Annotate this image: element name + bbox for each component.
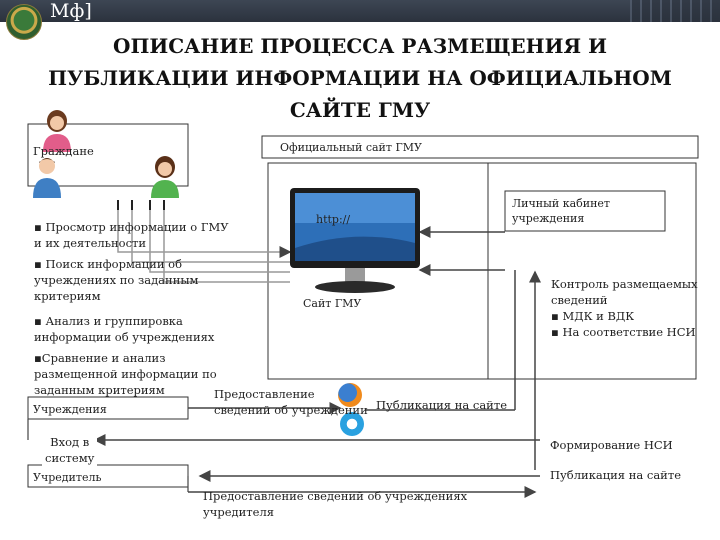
person-male-icon <box>33 158 61 198</box>
logo-text: Мф] <box>50 0 92 22</box>
login-label: Вход в систему <box>42 434 98 466</box>
left-item-3: ▪ Анализ и группировка информации об учр… <box>34 314 215 344</box>
monitor-icon <box>290 188 420 293</box>
person-female-icon-2 <box>151 156 179 198</box>
page-title: ОПИСАНИЕ ПРОЦЕССА РАЗМЕЩЕНИЯ И ПУБЛИКАЦИ… <box>0 30 720 126</box>
firefox-icon <box>338 383 362 407</box>
internet-explorer-icon <box>340 412 364 436</box>
publish-site-2-label: Публикация на сайте <box>550 468 682 482</box>
provide-founder-label: Предоставление сведений об учреждениях у… <box>203 489 468 519</box>
title-line-1: ОПИСАНИЕ ПРОЦЕССА РАЗМЕЩЕНИЯ И <box>113 34 607 58</box>
cabinet-box <box>504 190 666 232</box>
nsi-forming-label: Формирование НСИ <box>550 438 673 452</box>
title-line-2: ПУБЛИКАЦИИ ИНФОРМАЦИИ НА ОФИЦИАЛЬНОМ <box>48 66 672 90</box>
left-item-2: ▪ Поиск информации об учреждениях по зад… <box>34 257 199 303</box>
left-item-1: ▪ Просмотр информации о ГМУ и их деятель… <box>34 220 229 250</box>
citizens-label: Граждане <box>33 144 94 158</box>
publish-site-label: Публикация на сайте <box>376 398 508 412</box>
title-line-3: САЙТЕ ГМУ <box>289 98 431 122</box>
founder-label: Учредитель <box>33 471 102 484</box>
official-site-box <box>261 135 699 159</box>
person-female-icon <box>43 110 71 152</box>
cabinet-label: Личный кабинет учреждения <box>512 197 611 225</box>
site-caption: Сайт ГМУ <box>303 297 362 310</box>
header-decoration <box>630 0 720 22</box>
provide-institution-label: Предоставление сведений об учреждении <box>214 387 368 417</box>
emblem-icon <box>6 4 42 40</box>
official-site-label: Официальный сайт ГМУ <box>280 141 422 154</box>
left-item-4: ▪Сравнение и анализ размещенной информац… <box>34 351 217 397</box>
institutions-label: Учреждения <box>33 403 107 416</box>
url-text: http:// <box>316 213 351 226</box>
control-block: Контроль размещаемых сведений ▪ МДК и ВД… <box>551 277 698 339</box>
top-bar <box>0 0 720 22</box>
